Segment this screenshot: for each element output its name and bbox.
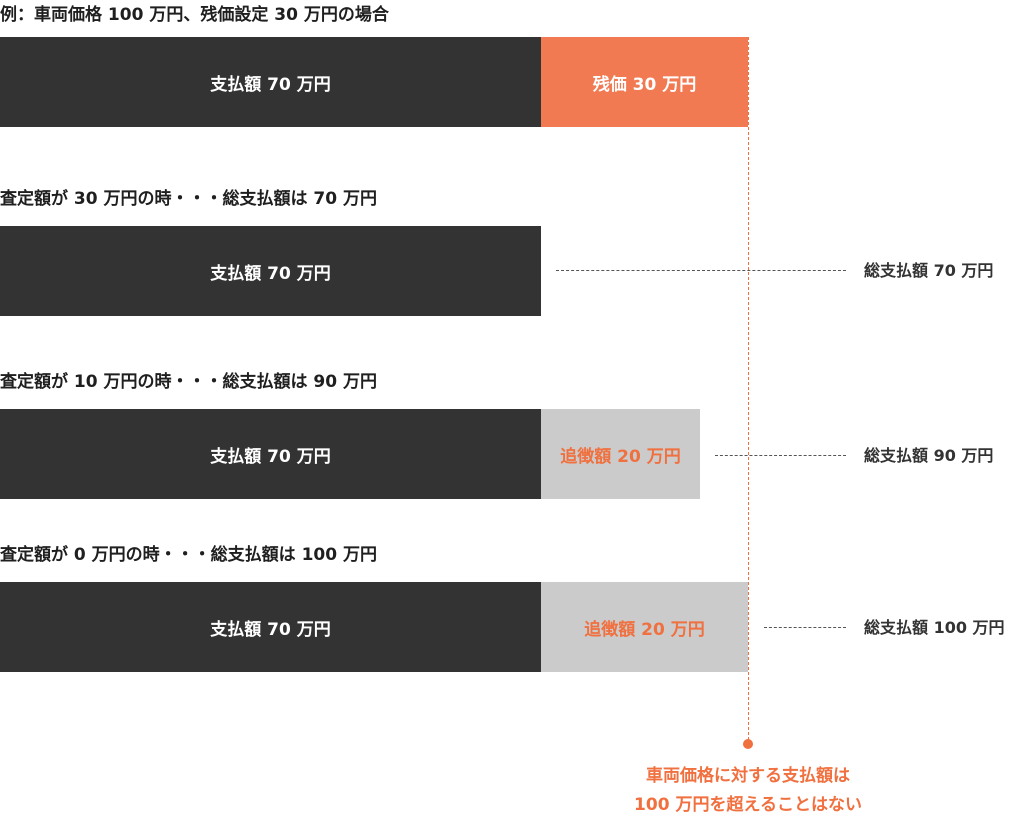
case-2-paid-label: 支払額 70 万円 [210, 446, 331, 467]
price-cap-dashed-line [748, 37, 749, 745]
note-line-2: 100 万円を超えることはない [634, 795, 862, 815]
case-1-paid-bar: 支払額 70 万円 [0, 226, 541, 316]
case-2-title: 査定額が 10 万円の時・・・総支払額は 90 万円 [0, 372, 377, 392]
example-paid-bar: 支払額 70 万円 [0, 37, 541, 127]
case-2-total-label: 総支払額 90 万円 [864, 446, 994, 465]
price-cap-marker-dot [743, 739, 753, 749]
example-paid-label: 支払額 70 万円 [210, 74, 331, 95]
case-2-dashed-connector [715, 455, 846, 456]
case-3-extra-label: 追徴額 20 万円 [584, 619, 705, 640]
case-3-dashed-connector [764, 627, 846, 628]
case-1-total-label: 総支払額 70 万円 [864, 261, 994, 280]
case-1-title: 査定額が 30 万円の時・・・総支払額は 70 万円 [0, 189, 377, 209]
case-1-dashed-connector [556, 270, 846, 271]
case-1-paid-label: 支払額 70 万円 [210, 263, 331, 284]
case-3-total-label: 総支払額 100 万円 [864, 618, 1005, 637]
case-3-extra-bar: 追徴額 20 万円 [541, 582, 748, 672]
note-line-1: 車両価格に対する支払額は [646, 766, 850, 786]
case-3-paid-bar: 支払額 70 万円 [0, 582, 541, 672]
case-2-paid-bar: 支払額 70 万円 [0, 409, 541, 499]
example-residual-bar: 残価 30 万円 [541, 37, 748, 127]
case-2-extra-bar: 追徴額 20 万円 [541, 409, 700, 499]
example-residual-label: 残価 30 万円 [592, 74, 697, 95]
example-title: 例：車両価格 100 万円、残価設定 30 万円の場合 [0, 5, 389, 25]
case-3-paid-label: 支払額 70 万円 [210, 619, 331, 640]
case-3-title: 査定額が 0 万円の時・・・総支払額は 100 万円 [0, 545, 377, 565]
case-2-extra-label: 追徴額 20 万円 [560, 446, 681, 467]
